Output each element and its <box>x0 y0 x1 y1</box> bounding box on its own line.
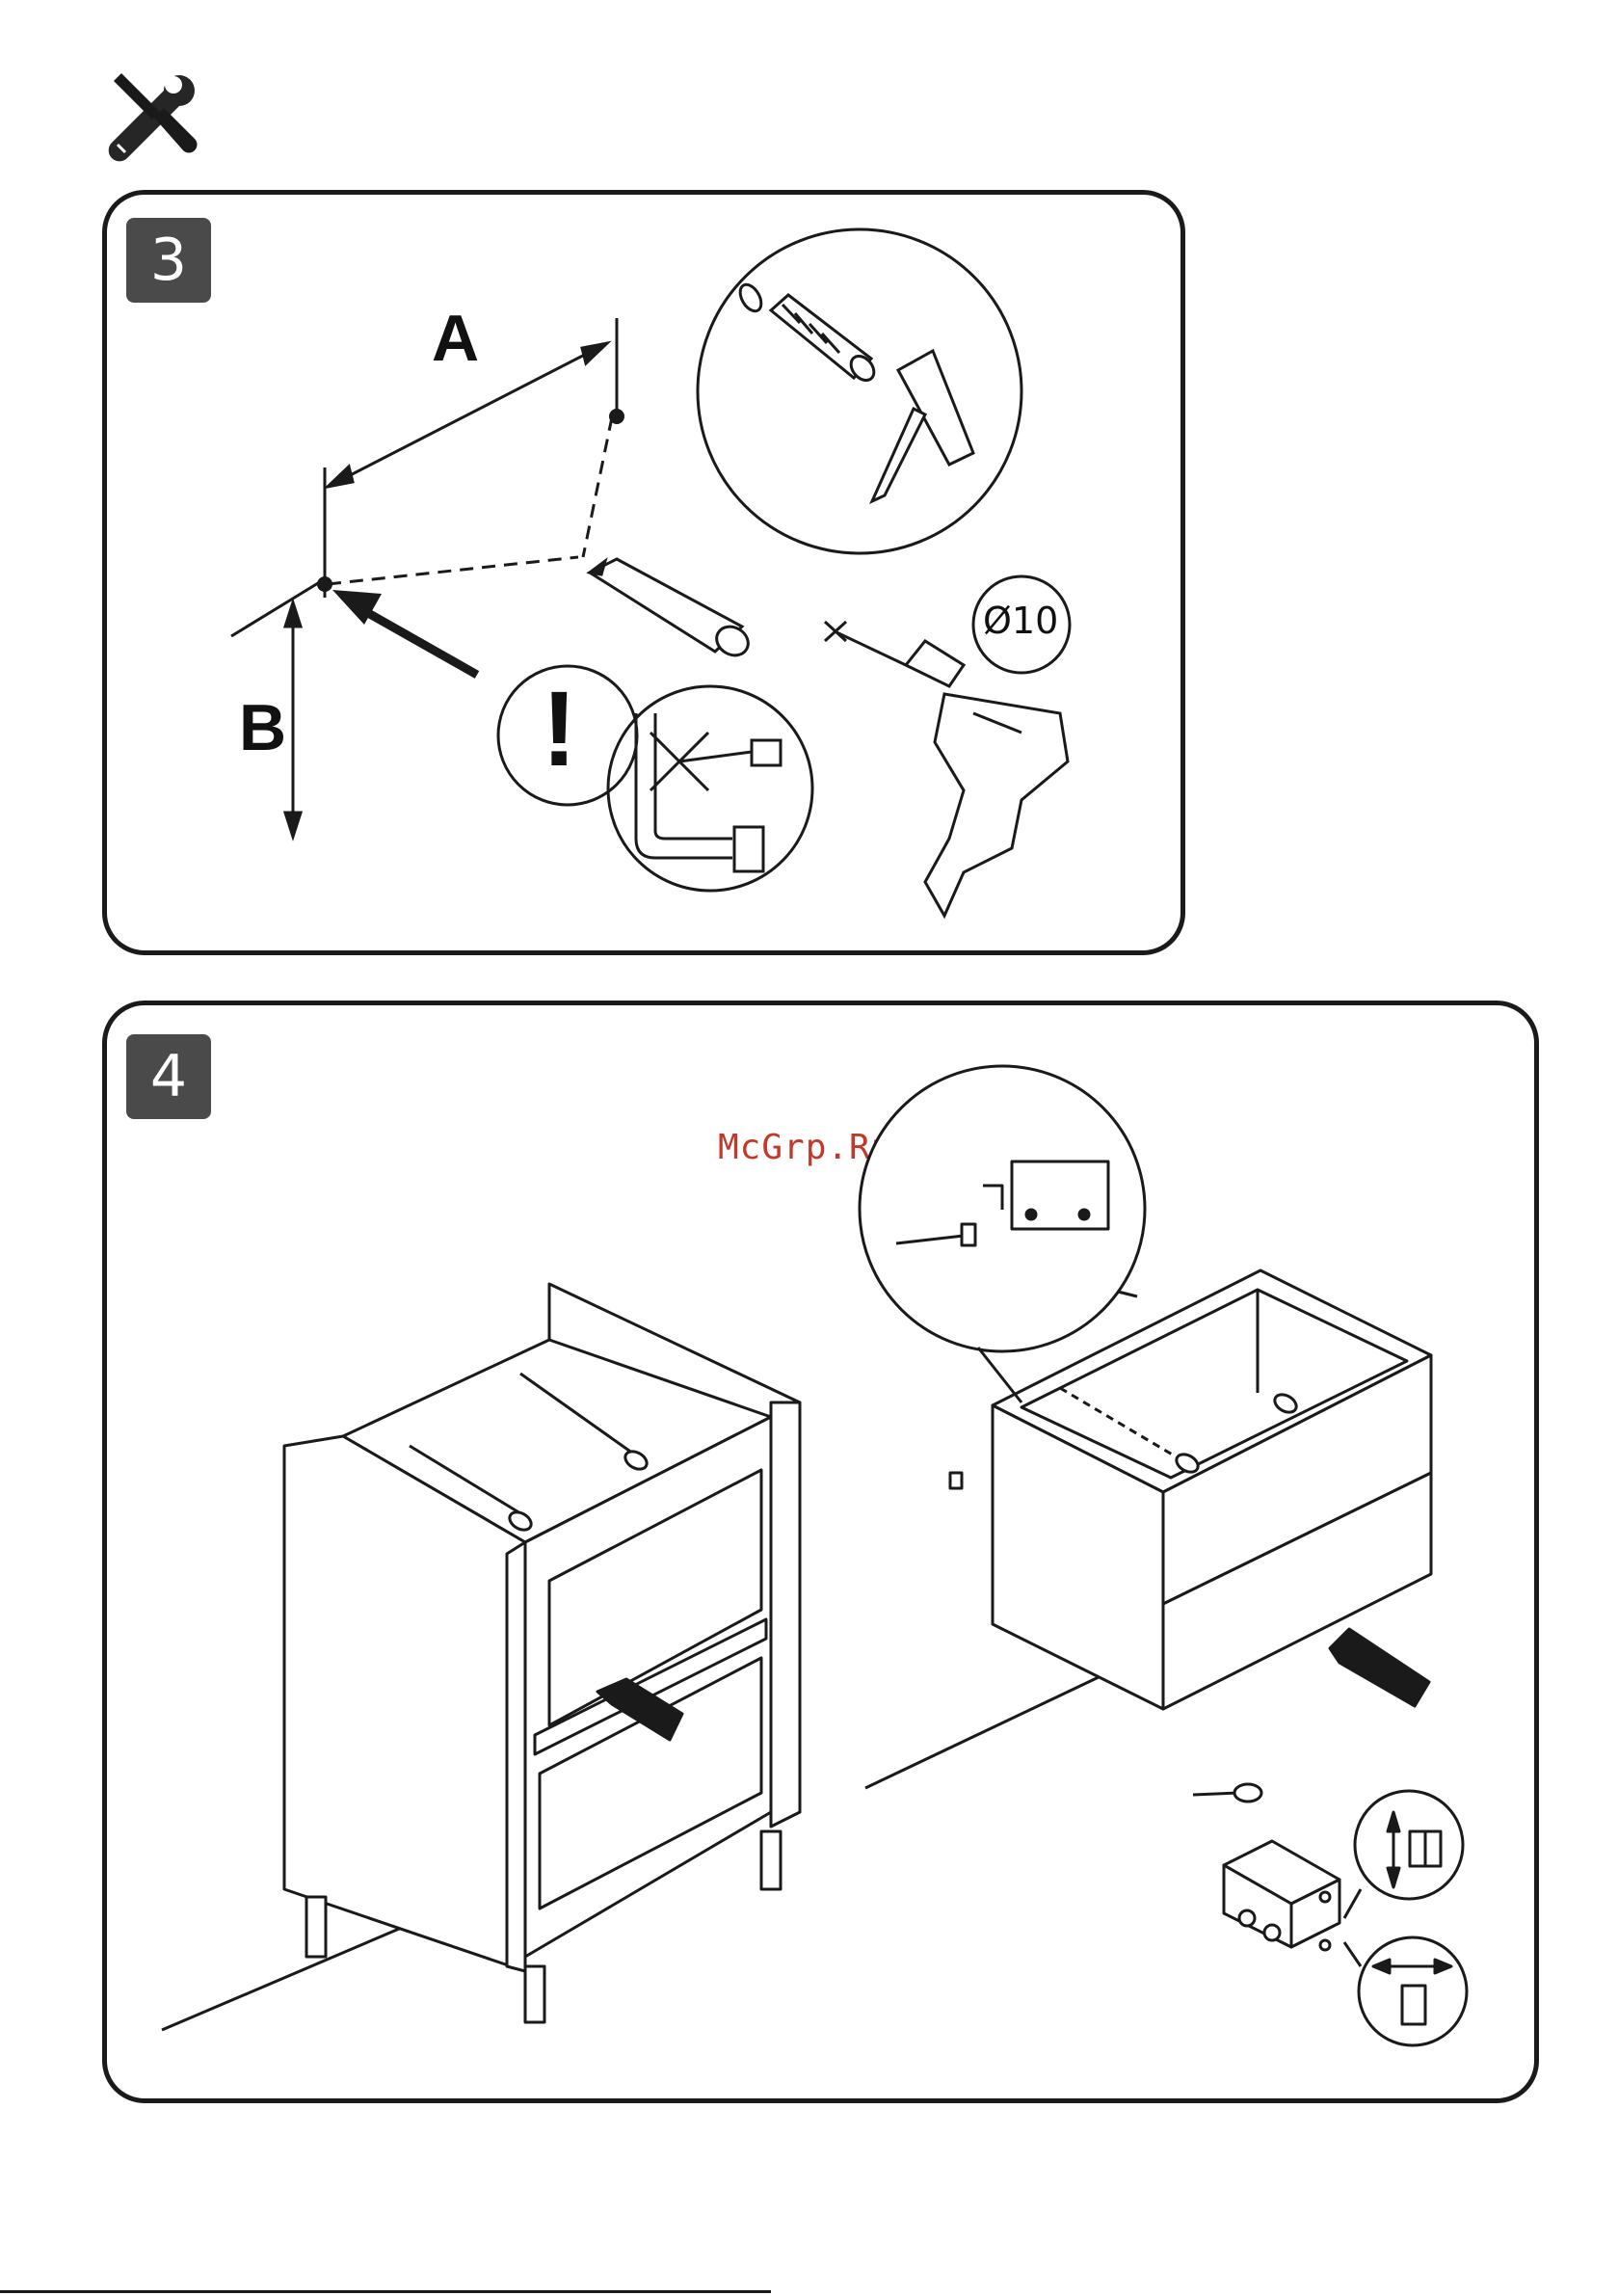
footer-rule <box>0 2290 771 2293</box>
